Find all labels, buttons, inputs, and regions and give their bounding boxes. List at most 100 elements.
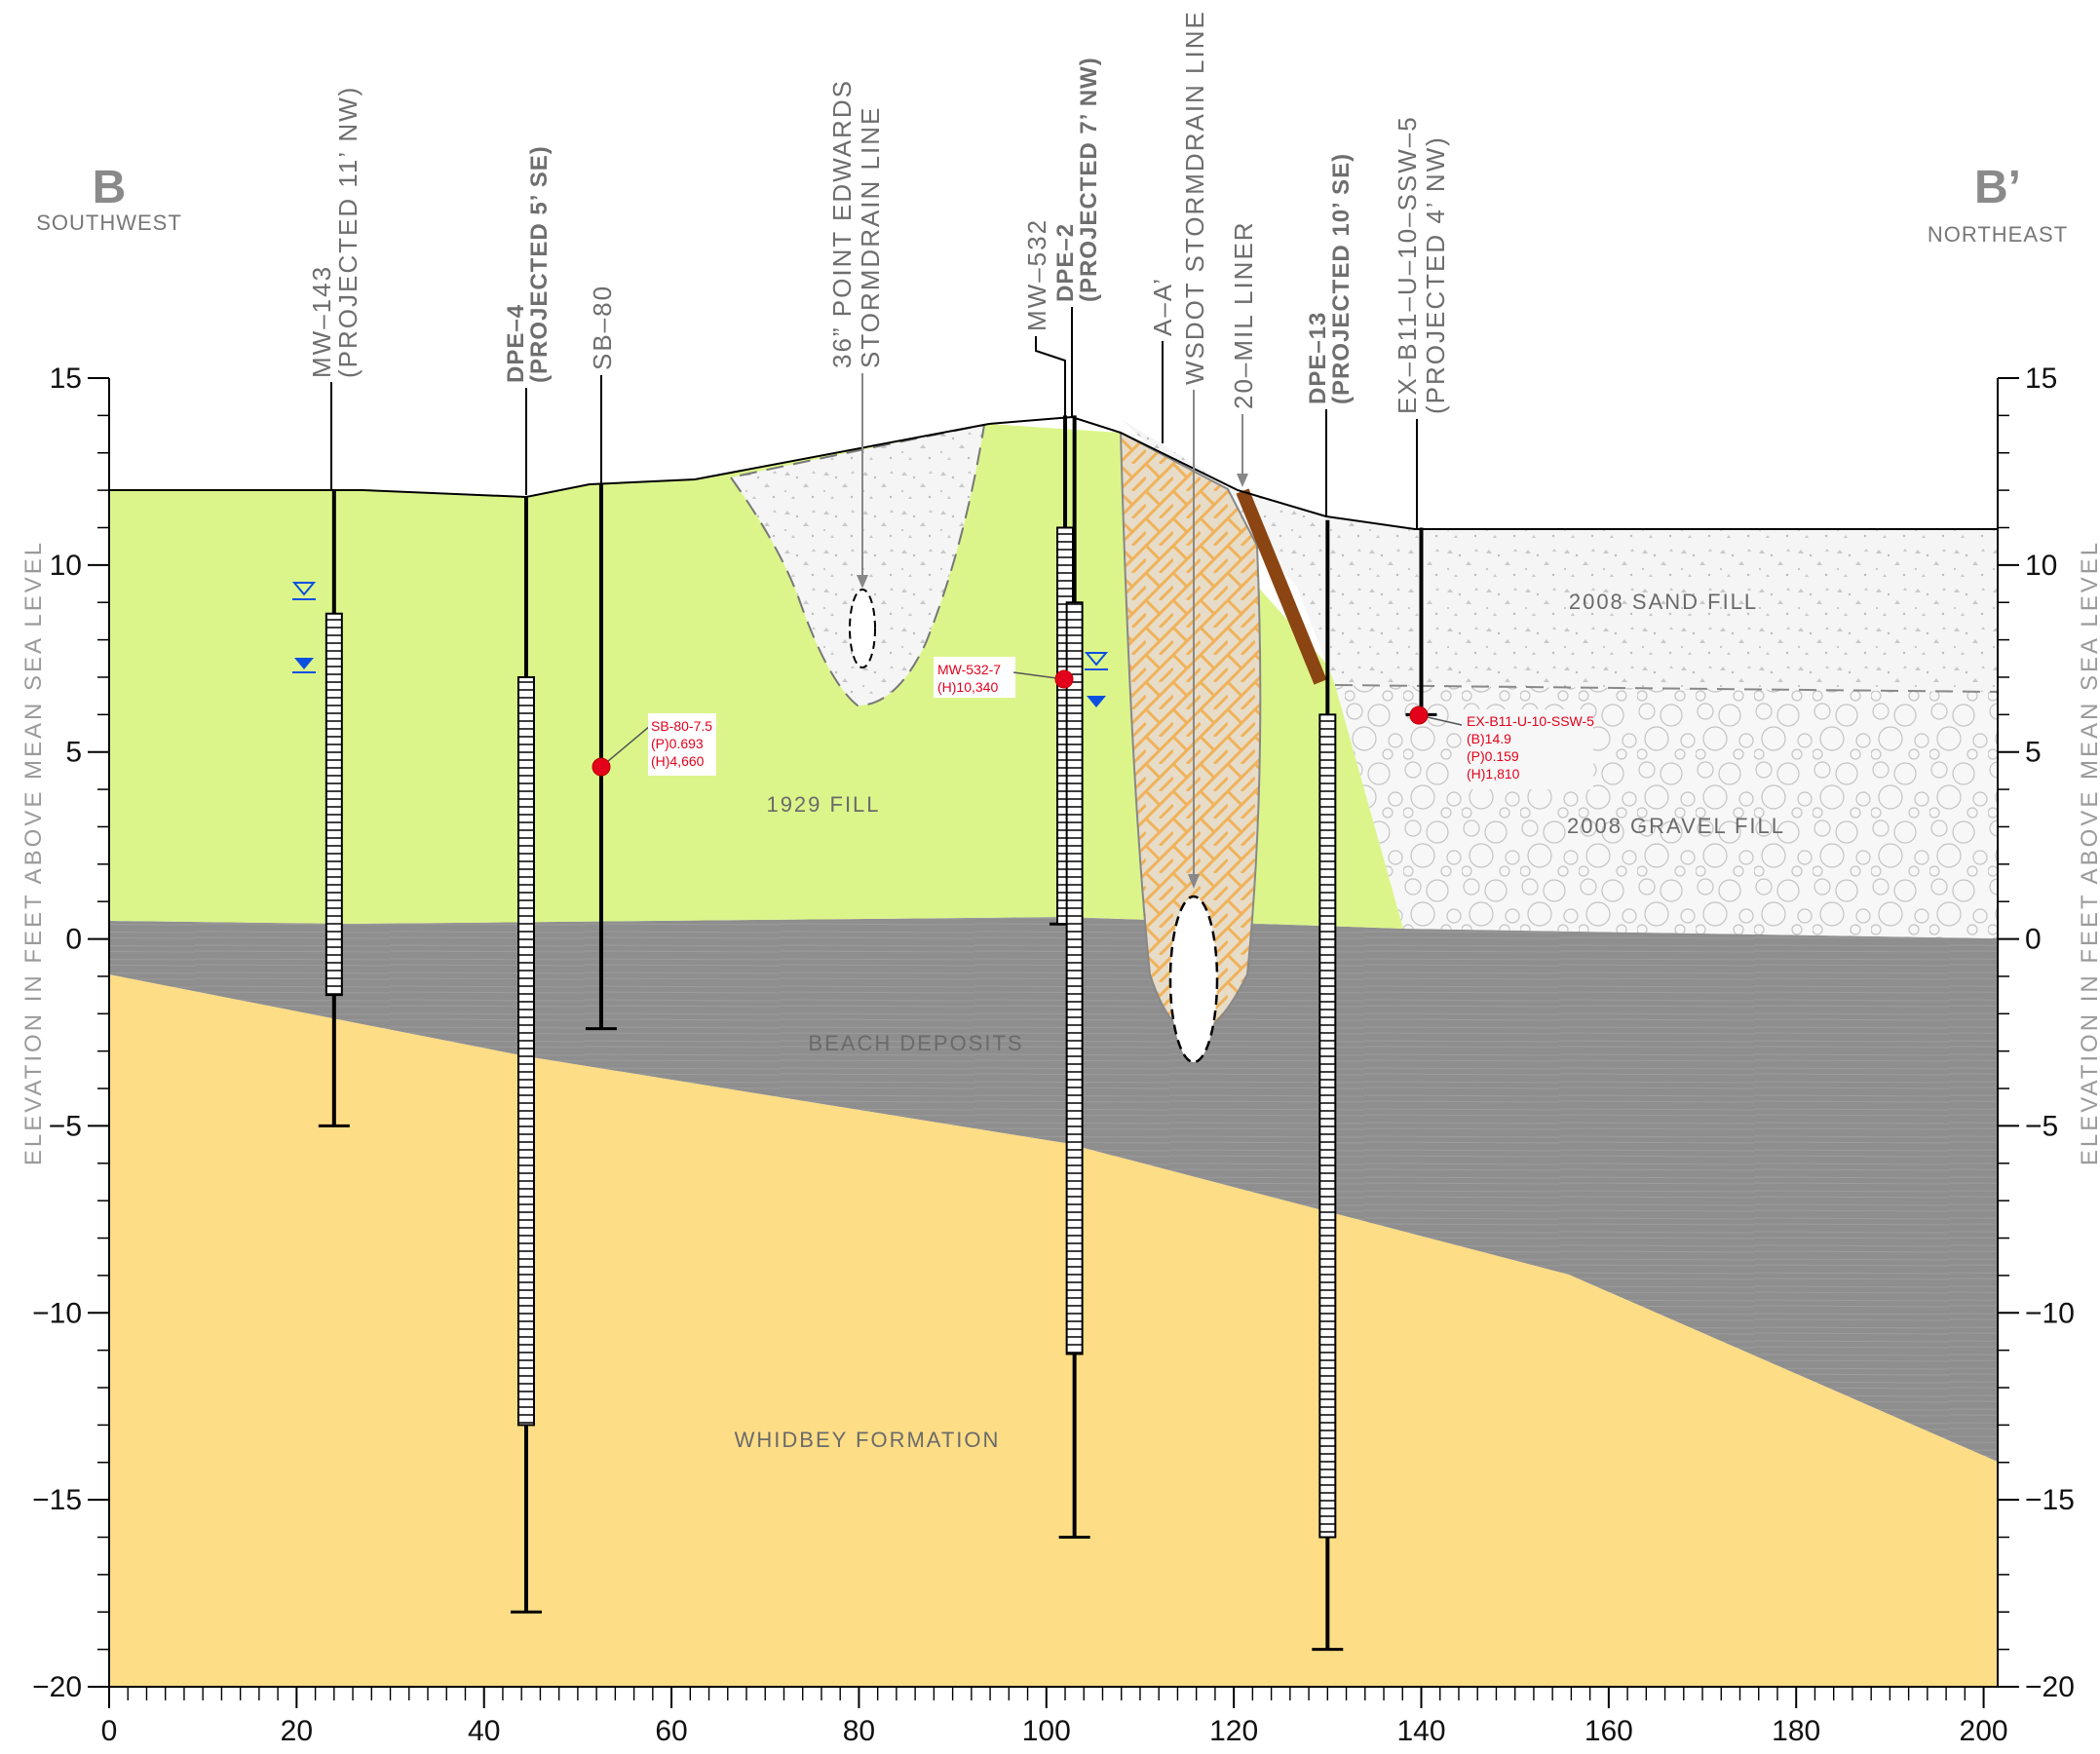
- water-level-markers: [291, 582, 1109, 707]
- label-dpe13-note: (PROJECTED 10’ SE): [1328, 153, 1355, 404]
- label-mw143: MW–143: [307, 265, 336, 378]
- layer-label-1929-fill: 1929 FILL: [766, 792, 880, 817]
- sample-h-mw532: (H)10,340: [937, 679, 998, 695]
- label-stormdrain36-1: 36” POINT EDWARDS: [827, 79, 857, 368]
- label-dpe4-note: (PROJECTED 5’ SE): [526, 145, 553, 383]
- boring-dpe4: [510, 497, 542, 1614]
- sample-id-exb11: EX-B11-U-10-SSW-5: [1467, 713, 1594, 729]
- label-section-aa: A–A’: [1148, 277, 1177, 336]
- sample-dot-mw532: [1054, 669, 1074, 689]
- well-screen: [325, 612, 343, 997]
- leader-mw532: [1035, 336, 1066, 417]
- y-tick-label-left: 5: [65, 737, 82, 769]
- wsdot-pipe: [1168, 895, 1219, 1064]
- x-tick-label: 40: [468, 1715, 500, 1747]
- x-tick-label: 60: [655, 1715, 687, 1747]
- sample-box-mw532: [934, 657, 1015, 698]
- well-screen: [1318, 713, 1337, 1539]
- layer-label-whidbey: WHIDBEY FORMATION: [735, 1428, 1001, 1452]
- y-tick-label-left: −20: [32, 1671, 82, 1703]
- callout-labels: MW–143 (PROJECTED 11’ NW) DPE–4 (PROJECT…: [307, 10, 1450, 889]
- stormdrain-36in-trench: [729, 423, 986, 707]
- y-axis-title-right: ELEVATION IN FEET ABOVE MEAN SEA LEVEL: [2077, 540, 2100, 1165]
- layer-label-sand-fill: 2008 SAND FILL: [1569, 590, 1758, 614]
- sample-box-exb11: [1462, 709, 1593, 789]
- stormdrain-36in-pipe: [849, 589, 876, 668]
- section-start-letter: B: [93, 162, 127, 213]
- sample-dot-sb80: [592, 757, 611, 777]
- y-tick-label-right: −20: [2025, 1671, 2075, 1703]
- x-tick-label: 180: [1772, 1715, 1820, 1747]
- y-tick-label-left: −5: [49, 1110, 82, 1142]
- sample-b-exb11: (B)14.9: [1467, 731, 1511, 746]
- label-liner: 20–MIL LINER: [1229, 220, 1258, 409]
- label-mw143-note: (PROJECTED 11’ NW): [333, 86, 363, 378]
- label-dpe13: DPE–13: [1305, 312, 1331, 404]
- liner-20mil: [1236, 488, 1327, 685]
- section-start-direction: SOUTHWEST: [36, 210, 182, 235]
- x-tick-label: 20: [281, 1715, 313, 1747]
- label-dpe4: DPE–4: [503, 304, 529, 383]
- sample-h-exb11: (H)1,810: [1467, 766, 1520, 782]
- layer-label-beach-deposits: BEACH DEPOSITS: [808, 1031, 1023, 1055]
- y-tick-label-left: −15: [32, 1484, 82, 1516]
- label-dpe2: DPE–2: [1052, 223, 1079, 302]
- label-exb11-note: (PROJECTED 4’ NW): [1421, 135, 1450, 414]
- label-dpe2-note: (PROJECTED 7’ NW): [1076, 57, 1102, 302]
- arrowhead-liner: [1237, 474, 1248, 487]
- x-tick-label: 200: [1960, 1715, 2008, 1747]
- section-end-letter: B’: [1974, 162, 2021, 213]
- layer-label-gravel-fill: 2008 GRAVEL FILL: [1567, 814, 1785, 838]
- x-tick-label: 160: [1585, 1715, 1633, 1747]
- whidbey-formation-layer: [109, 974, 1998, 1687]
- water-level-marker: [1084, 652, 1109, 667]
- y-axis-title-left: ELEVATION IN FEET ABOVE MEAN SEA LEVEL: [20, 540, 47, 1165]
- x-tick-label: 140: [1396, 1715, 1445, 1747]
- sample-dot-exb11: [1409, 705, 1429, 725]
- x-tick-label: 100: [1022, 1715, 1071, 1747]
- y-tick-label-left: 0: [65, 924, 82, 956]
- sample-leader-sb80: [600, 725, 651, 768]
- section-end-direction: NORTHEAST: [1928, 222, 2068, 247]
- label-mw532: MW–532: [1022, 218, 1051, 331]
- y-tick-label-left: 15: [50, 362, 82, 395]
- arrowhead-wsdot: [1188, 874, 1200, 889]
- sand-fill-2008-layer: [1121, 419, 1998, 692]
- sand-gravel-contact: [1334, 684, 1999, 693]
- y-tick-label-right: −5: [2025, 1110, 2058, 1142]
- sample-id-sb80: SB-80-7.5: [651, 718, 712, 734]
- boring-mw143: [318, 490, 350, 1127]
- gravel-fill-2008-layer: [1335, 685, 1998, 938]
- y-tick-label-right: 10: [2025, 550, 2057, 582]
- sample-p-exb11: (P)0.159: [1467, 748, 1519, 764]
- y-tick-label-left: 10: [50, 550, 82, 582]
- sample-callouts: SB-80-7.5 (P)0.693 (H)4,660 MW-532-7 (H)…: [592, 657, 1594, 789]
- label-exb11: EX–B11–U–10–SSW–5: [1393, 115, 1422, 414]
- water-level-marker: [1087, 696, 1106, 707]
- sample-box-sb80: [648, 713, 716, 776]
- boring-dpe2: [1058, 415, 1090, 1540]
- label-stormdrain36-2: STORMDRAIN LINE: [856, 106, 885, 368]
- y-tick-label-left: −10: [32, 1297, 82, 1329]
- boring-dpe13: [1312, 519, 1344, 1652]
- water-level-marker: [294, 658, 314, 669]
- ground-surface: [109, 415, 1998, 530]
- sample-id-mw532: MW-532-7: [937, 662, 1001, 677]
- borings: [318, 415, 1437, 1652]
- y-tick-label-right: 0: [2025, 924, 2042, 956]
- y-tick-label-right: 5: [2025, 737, 2042, 769]
- x-tick-label: 80: [843, 1715, 875, 1747]
- label-wsdot-line: WSDOT STORMDRAIN LINE: [1180, 10, 1209, 385]
- x-tick-label: 120: [1209, 1715, 1258, 1747]
- beach-deposits-layer: [109, 917, 1998, 1462]
- well-screen: [516, 675, 535, 1427]
- sample-p-sb80: (P)0.693: [651, 736, 704, 751]
- boring-sb80: [585, 482, 617, 1031]
- water-level-marker: [291, 582, 317, 596]
- sample-h-sb80: (H)4,660: [651, 753, 705, 769]
- y-tick-label-right: −10: [2025, 1297, 2075, 1329]
- arrowhead-stormdrain36: [857, 575, 868, 589]
- well-screen: [1065, 601, 1084, 1355]
- x-tick-label: 0: [101, 1715, 118, 1747]
